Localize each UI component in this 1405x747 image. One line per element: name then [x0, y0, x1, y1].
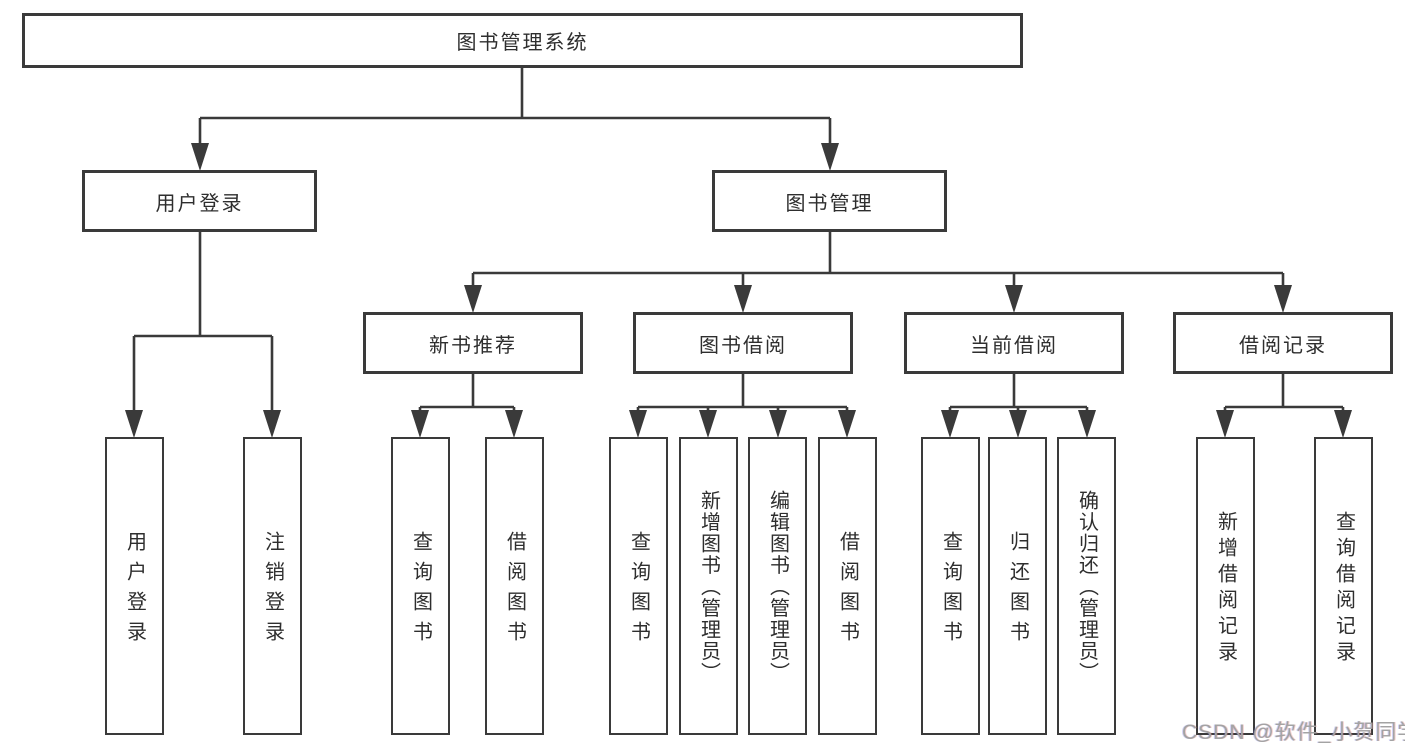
leaf-confirm-return-admin: 确认归还（管理员）	[1057, 437, 1116, 735]
leaf-add-book-admin: 新增图书（管理员）	[679, 437, 738, 735]
leaf-logout: 注销登录	[243, 437, 302, 735]
connector-newbook-children	[418, 374, 516, 413]
connector-mgmt-to-level3	[471, 232, 1285, 288]
node-root-library-system: 图书管理系统	[22, 13, 1023, 68]
leaf-edit-book-admin-label: 编辑图书（管理员）	[766, 489, 789, 684]
node-borrowing-records: 借阅记录	[1173, 312, 1393, 374]
node-user-login: 用户登录	[82, 170, 317, 232]
csdn-watermark: CSDN @软件_小贺同学	[1182, 721, 1405, 744]
leaf-borrow-book-newbooks: 借阅图书	[485, 437, 544, 735]
leaf-query-book-current: 查询图书	[921, 437, 980, 735]
connector-currentborrow-children	[948, 374, 1089, 413]
node-new-book-recommendation-label: 新书推荐	[429, 334, 517, 357]
node-book-borrowing: 图书借阅	[633, 312, 853, 374]
node-book-management-label: 图书管理	[785, 192, 874, 215]
node-book-borrowing-label: 图书借阅	[699, 334, 787, 357]
node-new-book-recommendation: 新书推荐	[363, 312, 583, 374]
leaf-query-book-newbooks-label: 查询图书	[409, 531, 432, 651]
leaf-borrow-book-borrowing-label: 借阅图书	[836, 531, 859, 651]
node-user-login-label: 用户登录	[155, 192, 244, 215]
leaf-add-borrow-record-label: 新增借阅记录	[1214, 511, 1237, 667]
leaf-query-borrow-record-label: 查询借阅记录	[1332, 511, 1355, 667]
leaf-add-borrow-record: 新增借阅记录	[1196, 437, 1255, 735]
leaf-return-book: 归还图书	[988, 437, 1047, 735]
leaf-borrow-book-borrowing: 借阅图书	[818, 437, 877, 735]
node-book-management: 图书管理	[712, 170, 947, 232]
leaf-query-book-current-label: 查询图书	[939, 531, 962, 651]
leaf-user-login-label: 用户登录	[123, 531, 146, 651]
node-current-borrowing-label: 当前借阅	[970, 334, 1058, 357]
node-root-label: 图书管理系统	[456, 32, 589, 54]
node-borrowing-records-label: 借阅记录	[1239, 334, 1327, 357]
connector-bookborrow-children	[636, 374, 849, 413]
leaf-query-book-borrowing-label: 查询图书	[627, 531, 650, 651]
leaf-query-book-newbooks: 查询图书	[391, 437, 450, 735]
leaf-return-book-label: 归还图书	[1006, 531, 1029, 651]
leaf-user-login: 用户登录	[105, 437, 164, 735]
connector-root-to-level2	[198, 68, 832, 146]
leaf-query-book-borrowing: 查询图书	[609, 437, 668, 735]
node-current-borrowing: 当前借阅	[904, 312, 1124, 374]
leaf-edit-book-admin: 编辑图书（管理员）	[748, 437, 807, 735]
leaf-logout-label: 注销登录	[261, 531, 284, 651]
connector-login-children	[132, 232, 274, 413]
leaf-confirm-return-admin-label: 确认归还（管理员）	[1075, 489, 1098, 684]
connector-records-children	[1223, 374, 1345, 413]
leaf-add-book-admin-label: 新增图书（管理员）	[697, 489, 720, 684]
leaf-query-borrow-record: 查询借阅记录	[1314, 437, 1373, 735]
arrowheads	[125, 143, 1352, 438]
leaf-borrow-book-newbooks-label: 借阅图书	[503, 531, 526, 651]
